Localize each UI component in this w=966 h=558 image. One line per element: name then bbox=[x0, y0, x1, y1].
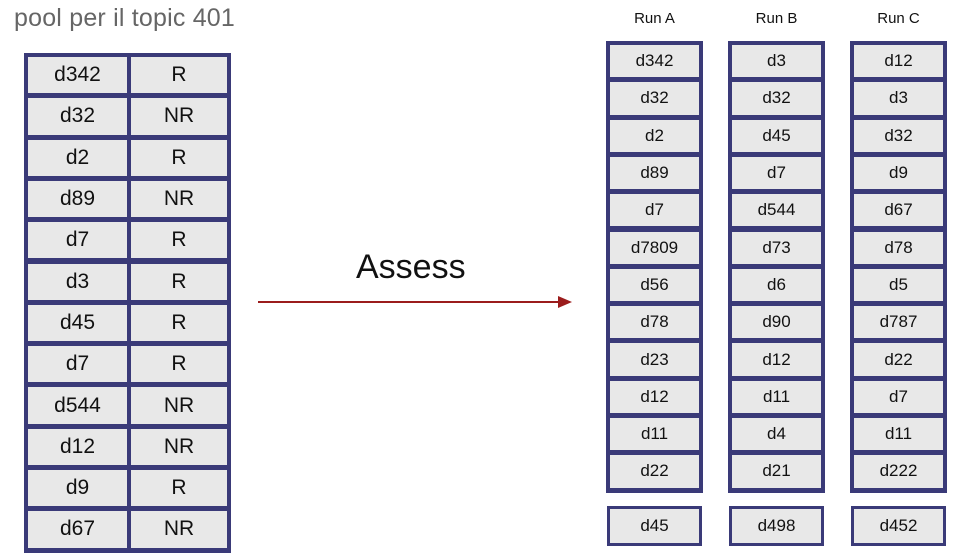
run-extra-doc-cell: d498 bbox=[729, 506, 824, 546]
pool-judgment-cell: R bbox=[128, 54, 230, 97]
pool-doc-cell: d45 bbox=[25, 301, 130, 345]
run-doc-cell: d32 bbox=[607, 79, 702, 118]
run-doc-cell: d3 bbox=[729, 42, 824, 81]
run-header: Run C bbox=[877, 10, 920, 27]
run-doc-cell: d544 bbox=[729, 191, 824, 230]
pool-judgment-cell: R bbox=[128, 219, 230, 262]
run-doc-cell: d12 bbox=[851, 42, 946, 81]
pool-doc-cell: d2 bbox=[25, 136, 130, 179]
pool-doc-cell: d7 bbox=[25, 219, 130, 262]
pool-judgment-cell: NR bbox=[128, 425, 230, 468]
run-doc-cell: d78 bbox=[607, 303, 702, 342]
run-doc-cell: d7 bbox=[607, 191, 702, 230]
run-doc-cell: d78 bbox=[851, 228, 946, 267]
run-doc-cell: d45 bbox=[729, 116, 824, 155]
run-doc-cell: d6 bbox=[729, 265, 824, 305]
run-doc-cell: d12 bbox=[729, 340, 824, 379]
run-doc-cell: d342 bbox=[607, 42, 702, 81]
run-doc-cell: d12 bbox=[607, 377, 702, 416]
run-doc-cell: d32 bbox=[851, 116, 946, 155]
run-doc-cell: d7809 bbox=[607, 228, 702, 267]
pool-title: pool per il topic 401 bbox=[14, 4, 236, 32]
pool-judgment-cell: R bbox=[128, 260, 230, 303]
run-doc-cell: d22 bbox=[607, 452, 702, 491]
run-doc-cell: d7 bbox=[851, 377, 946, 416]
pool-doc-cell: d3 bbox=[25, 260, 130, 303]
assess-arrow bbox=[258, 296, 572, 308]
pool-doc-cell: d342 bbox=[25, 54, 130, 97]
pool-judgment-cell: NR bbox=[128, 95, 230, 138]
run-doc-cell: d11 bbox=[729, 377, 824, 416]
run-doc-cell: d56 bbox=[607, 265, 702, 305]
pool-doc-cell: d32 bbox=[25, 95, 130, 138]
assess-label: Assess bbox=[356, 248, 466, 286]
pool-judgment-cell: NR bbox=[128, 508, 230, 551]
run-header: Run B bbox=[755, 10, 798, 27]
run-doc-cell: d4 bbox=[729, 415, 824, 454]
run-doc-cell: d67 bbox=[851, 191, 946, 230]
run-doc-cell: d7 bbox=[729, 153, 824, 193]
pool-doc-cell: d89 bbox=[25, 177, 130, 221]
pool-judgment-cell: R bbox=[128, 343, 230, 386]
pool-judgment-cell: NR bbox=[128, 177, 230, 221]
run-doc-cell: d11 bbox=[607, 415, 702, 454]
run-doc-cell: d89 bbox=[607, 153, 702, 193]
pool-doc-cell: d67 bbox=[25, 508, 130, 551]
run-doc-cell: d73 bbox=[729, 228, 824, 267]
pool-judgment-cell: R bbox=[128, 301, 230, 345]
pool-doc-cell: d9 bbox=[25, 467, 130, 510]
run-doc-cell: d11 bbox=[851, 415, 946, 454]
run-doc-cell: d3 bbox=[851, 79, 946, 118]
pool-judgment-cell: R bbox=[128, 467, 230, 510]
pool-judgment-cell: NR bbox=[128, 384, 230, 427]
run-doc-cell: d90 bbox=[729, 303, 824, 342]
run-extra-doc-cell: d452 bbox=[851, 506, 946, 546]
run-doc-cell: d2 bbox=[607, 116, 702, 155]
pool-doc-cell: d12 bbox=[25, 425, 130, 468]
run-extra-doc-cell: d45 bbox=[607, 506, 702, 546]
pool-doc-cell: d7 bbox=[25, 343, 130, 386]
pool-doc-cell: d544 bbox=[25, 384, 130, 427]
run-doc-cell: d9 bbox=[851, 153, 946, 193]
pool-judgment-cell: R bbox=[128, 136, 230, 179]
run-doc-cell: d222 bbox=[851, 452, 946, 491]
run-doc-cell: d32 bbox=[729, 79, 824, 118]
run-doc-cell: d23 bbox=[607, 340, 702, 379]
run-doc-cell: d22 bbox=[851, 340, 946, 379]
run-doc-cell: d787 bbox=[851, 303, 946, 342]
arrow-head bbox=[558, 296, 572, 308]
run-doc-cell: d5 bbox=[851, 265, 946, 305]
run-doc-cell: d21 bbox=[729, 452, 824, 491]
run-header: Run A bbox=[634, 10, 675, 27]
